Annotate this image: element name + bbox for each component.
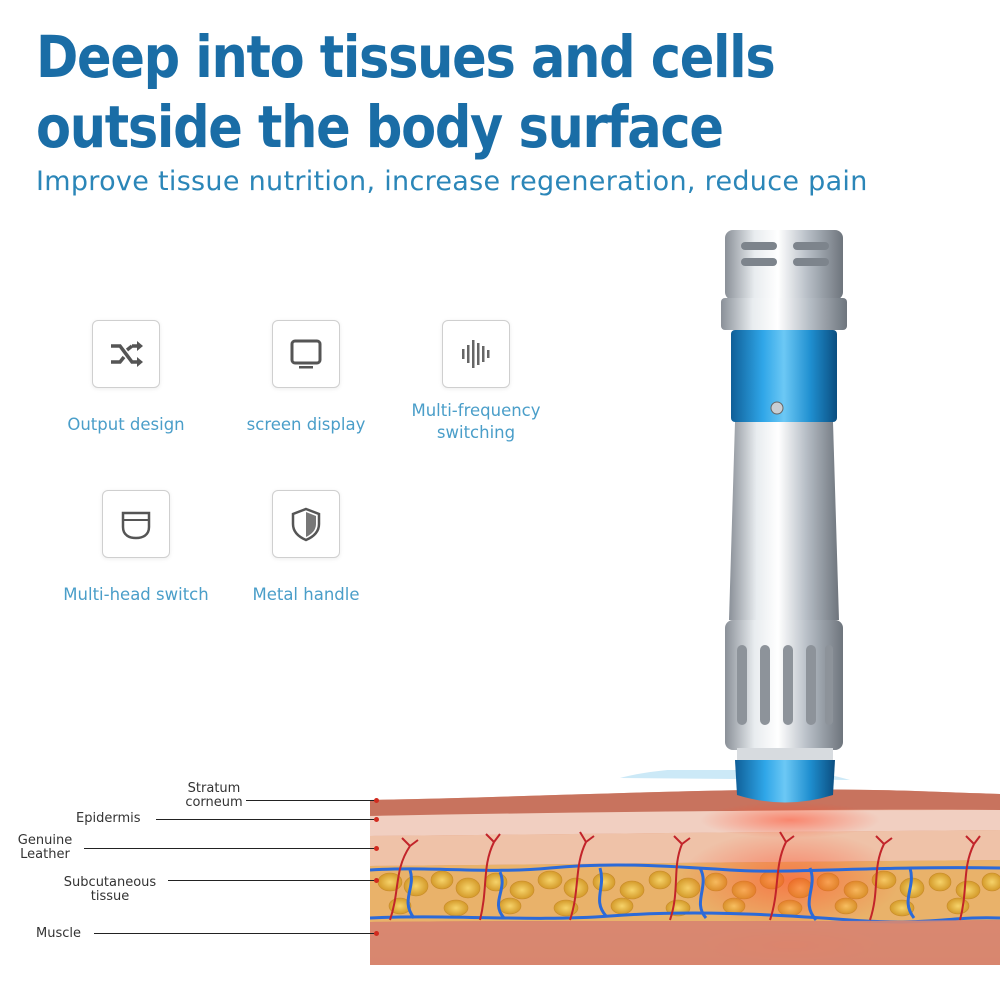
monitor-icon xyxy=(272,320,340,388)
layer-label-epidermis: Epidermis xyxy=(76,811,141,826)
layer-label-subcutaneous-tissue: Subcutaneous tissue xyxy=(63,875,157,904)
shuffle-icon xyxy=(92,320,160,388)
layer-label-muscle: Muscle xyxy=(36,926,81,941)
feature-label: Metal handle xyxy=(252,585,360,604)
leader-line xyxy=(94,933,378,935)
feature-label: Multi-frequency switching xyxy=(411,401,541,442)
feature-label: screen display xyxy=(246,415,366,434)
leader-line xyxy=(246,800,378,802)
head-shape-icon xyxy=(102,490,170,558)
leader-line xyxy=(168,880,378,882)
feature-label: Multi-head switch xyxy=(63,585,209,604)
layer-label-genuine-leather: Genuine Leather xyxy=(17,833,73,862)
layer-label-stratum-corneum: Stratum corneum xyxy=(185,781,243,810)
leader-dot xyxy=(374,931,379,936)
leader-line xyxy=(156,819,378,821)
leader-dot xyxy=(374,798,379,803)
leader-dot xyxy=(374,846,379,851)
feature-screen-display: screen display xyxy=(216,320,396,436)
shield-icon xyxy=(272,490,340,558)
leader-dot xyxy=(374,817,379,822)
feature-multi-frequency: Multi-frequency switching xyxy=(386,320,566,444)
shockwave-device-image xyxy=(721,230,847,803)
feature-label: Output design xyxy=(67,415,185,434)
frequency-bars-icon xyxy=(442,320,510,388)
headline-subtitle: Improve tissue nutrition, increase regen… xyxy=(36,166,868,197)
skin-cross-section xyxy=(370,770,1000,965)
feature-metal-handle: Metal handle xyxy=(216,490,396,606)
leader-dot xyxy=(374,878,379,883)
feature-multi-head-switch: Multi-head switch xyxy=(46,490,226,606)
feature-output-design: Output design xyxy=(36,320,216,436)
leader-line xyxy=(84,848,378,850)
headline-title: Deep into tissues and cells outside the … xyxy=(36,23,776,161)
